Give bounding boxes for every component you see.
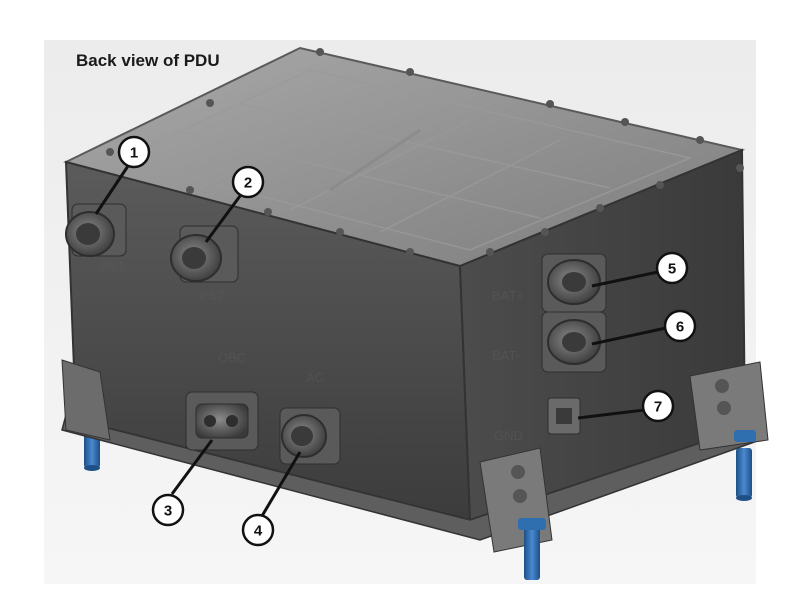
connector-5: [541, 253, 607, 313]
connector-7: [547, 397, 581, 435]
connector-4: [279, 407, 341, 465]
svg-text:5: 5: [668, 261, 676, 278]
svg-text:PS2: PS2: [200, 288, 225, 303]
connector-1: [65, 203, 127, 257]
svg-text:6: 6: [676, 319, 684, 336]
diagram-title: Back view of PDU: [76, 51, 220, 70]
svg-text:7: 7: [654, 399, 662, 416]
svg-text:AC: AC: [306, 370, 324, 385]
callout-4: 4: [241, 513, 275, 547]
mounting-bolt-right-head: [734, 430, 756, 442]
bracket-right: [689, 361, 769, 451]
callout-3: 3: [151, 493, 185, 527]
callout-6: 6: [663, 309, 697, 343]
svg-text:1: 1: [130, 145, 138, 162]
rivets: [106, 48, 744, 256]
top-cover-pattern: [117, 69, 693, 251]
mounting-bolt-right: [736, 448, 752, 501]
svg-text:GND: GND: [494, 428, 523, 443]
leader-lines: [94, 165, 667, 517]
connector-2: [170, 225, 239, 283]
svg-text:BAT-: BAT-: [492, 348, 520, 363]
embossed-markings: PS1 PS2 OBC AC BAT+ BAT- GND: [100, 258, 524, 443]
bracket-left: [61, 359, 111, 441]
svg-text:BAT+: BAT+: [492, 288, 524, 303]
svg-text:2: 2: [244, 175, 252, 192]
callout-7: 7: [641, 389, 675, 423]
mounting-bolt-front: [518, 518, 546, 580]
svg-text:PS1: PS1: [100, 258, 125, 273]
callout-1: 1: [117, 135, 151, 169]
callout-5: 5: [655, 251, 689, 285]
svg-text:OBC: OBC: [218, 350, 246, 365]
connector-3: [185, 391, 259, 451]
svg-text:4: 4: [254, 523, 263, 540]
connector-6: [541, 311, 607, 373]
callout-2: 2: [231, 165, 265, 199]
svg-text:3: 3: [164, 503, 172, 520]
